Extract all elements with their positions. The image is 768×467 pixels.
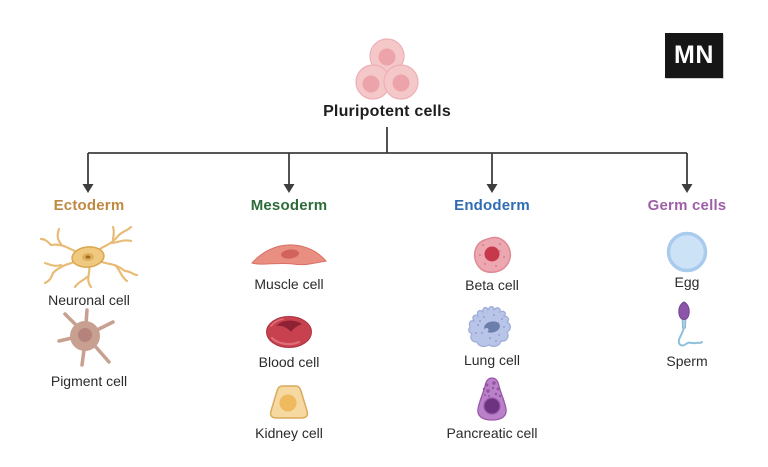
- cell-label-blood: Blood cell: [258, 354, 320, 370]
- cell-label-sperm: Sperm: [666, 353, 708, 369]
- column-header-endoderm: Endoderm: [454, 197, 530, 214]
- cell-label-pigment: Pigment cell: [50, 373, 128, 389]
- cell-label-lung: Lung cell: [463, 352, 521, 368]
- lung-cell-icon: [468, 306, 511, 348]
- kidney-cell-icon: [269, 385, 309, 419]
- beta-cell-icon: [473, 236, 512, 273]
- cell-label-egg: Egg: [674, 274, 700, 290]
- muscle-cell-icon: [251, 244, 327, 266]
- pancreatic-cell-icon: [477, 377, 507, 421]
- blood-cell-icon: [266, 316, 312, 348]
- cell-label-muscle: Muscle cell: [254, 276, 324, 292]
- arrowhead-ectoderm: [82, 184, 94, 193]
- pigment-cell-icon: [57, 308, 115, 367]
- sperm-cell-icon: [677, 301, 703, 347]
- column-header-mesoderm: Mesoderm: [250, 197, 328, 214]
- column-header-germ-cells: Germ cells: [647, 197, 727, 214]
- cell-label-neuronal: Neuronal cell: [48, 292, 130, 308]
- arrowhead-mesoderm: [283, 184, 295, 193]
- neuron-icon: [39, 225, 139, 289]
- cell-label-kidney: Kidney cell: [255, 425, 323, 441]
- arrowhead-germ: [681, 184, 693, 193]
- cell-label-pancreatic: Pancreatic cell: [446, 425, 538, 441]
- cell-label-beta: Beta cell: [465, 277, 519, 293]
- mn-logo: MN: [665, 33, 723, 78]
- arrowhead-endoderm: [486, 184, 498, 193]
- egg-cell-icon: [666, 231, 708, 273]
- pluripotent-cells-icon: [355, 38, 419, 100]
- diagram-title: Pluripotent cells: [323, 103, 451, 120]
- column-header-ectoderm: Ectoderm: [53, 197, 125, 214]
